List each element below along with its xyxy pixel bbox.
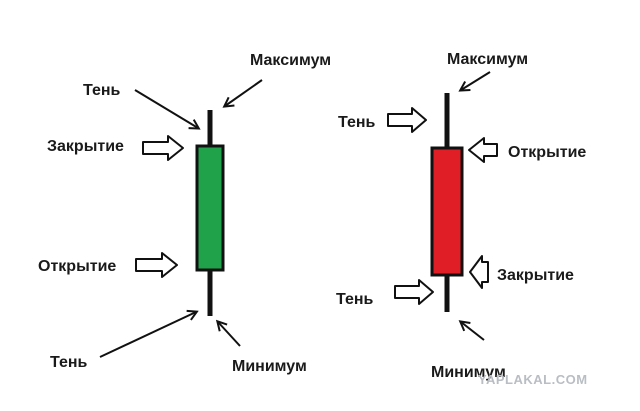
green-high-arrow — [225, 79, 263, 106]
red-upper-shadow-block-arrow — [387, 107, 427, 133]
red-high-label: Максимум — [447, 51, 528, 68]
green-close-label: Закрытие — [47, 138, 124, 155]
green-low-arrow — [218, 322, 241, 347]
red-close-block-arrow — [469, 255, 489, 289]
red-open-label: Открытие — [508, 144, 586, 161]
green-low-label: Минимум — [232, 358, 307, 375]
green-upper-shadow-label: Тень — [83, 82, 121, 99]
red-close-label: Закрытие — [497, 267, 574, 284]
green-high-label: Максимум — [250, 52, 331, 69]
green-open-label: Открытие — [38, 258, 116, 275]
red-upper-shadow-label: Тень — [338, 114, 376, 131]
green-close-block-arrow — [142, 135, 184, 161]
red-low-label: Минимум — [431, 364, 506, 381]
red-candle — [430, 93, 464, 312]
green-open-block-arrow — [135, 252, 178, 278]
green-lower-shadow-label: Тень — [50, 354, 88, 371]
red-lower-shadow-label: Тень — [336, 291, 374, 308]
green-candle-body — [195, 144, 225, 272]
red-lower-shadow-block-arrow — [394, 279, 434, 305]
green-lower-shadow-arrow — [99, 312, 196, 358]
green-upper-shadow-arrow — [134, 89, 198, 128]
green-candle — [195, 110, 225, 316]
red-high-arrow — [461, 71, 491, 90]
red-candle-body — [430, 146, 464, 277]
red-open-block-arrow — [468, 137, 498, 163]
red-low-arrow — [461, 322, 485, 341]
watermark-text: YAPLAKAL.COM — [478, 372, 588, 387]
